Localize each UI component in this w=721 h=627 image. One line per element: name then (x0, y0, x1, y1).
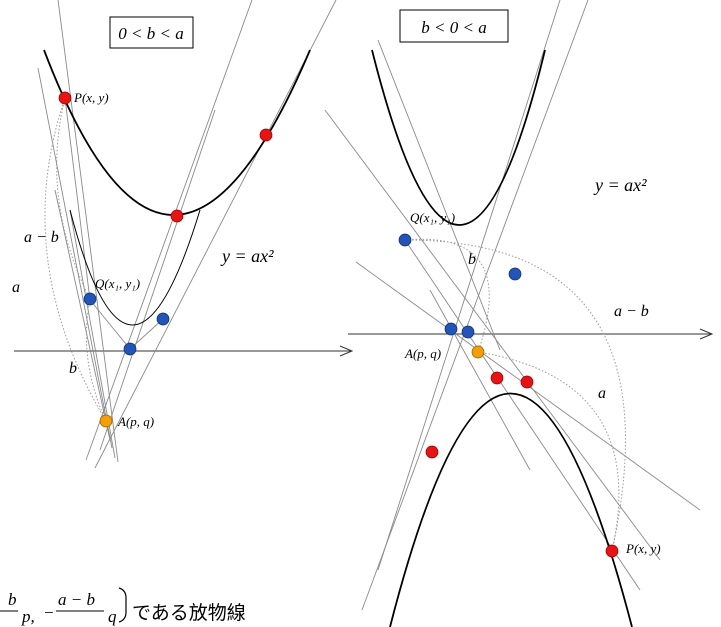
left-point-blue-2 (123, 342, 137, 356)
left-line-1 (57, 0, 119, 463)
caption-fraction-top: b (8, 590, 17, 609)
left-panel: 0 < b < a (12, 0, 354, 469)
right-point-red-2 (520, 375, 534, 389)
right-point-Q (398, 233, 412, 247)
right-parabola-upper (371, 49, 546, 226)
caption-bracket (118, 587, 127, 623)
right-line-4 (361, 0, 589, 611)
left-P-label: P(x, y) (73, 90, 109, 105)
right-line-2 (324, 109, 661, 561)
right-arc-b (404, 238, 490, 353)
left-arc-amb (56, 97, 91, 300)
left-arcs (44, 97, 107, 422)
right-P-label: P(x, y) (625, 541, 661, 556)
right-curve-label: y = ax² (593, 175, 647, 195)
left-Q-label: Q(x₁, y₁) (95, 276, 140, 291)
right-A-label: A(p, q) (404, 346, 441, 361)
left-x-axis-arrow (339, 345, 354, 357)
caption-minus: − (44, 603, 54, 622)
left-condition-text: 0 < b < a (118, 24, 183, 43)
left-line-4 (54, 189, 111, 441)
right-point-red-3 (425, 445, 439, 459)
right-arcs (404, 238, 626, 552)
right-line-6 (404, 239, 641, 591)
left-point-P (58, 91, 72, 105)
right-line-1 (377, 39, 501, 351)
right-point-blue-3 (461, 325, 475, 339)
right-arc-amb (404, 239, 626, 552)
right-condition-text: b < 0 < a (421, 18, 486, 37)
caption-p: p, (21, 607, 35, 626)
left-A-label: A(p, q) (117, 414, 154, 429)
left-line-2 (37, 67, 113, 449)
right-Q-label: Q(x₁, y₁) (410, 210, 455, 225)
right-line-7 (429, 289, 531, 471)
left-point-red-2 (170, 209, 184, 223)
left-point-red-3 (259, 128, 273, 142)
right-condition-box (399, 9, 509, 43)
caption: b p, − a − b q である放物線 (0, 587, 246, 626)
right-point-blue-4 (508, 267, 522, 281)
left-condition-box (109, 16, 194, 49)
caption-q: q (108, 607, 117, 626)
right-arc-b-label: b (468, 251, 476, 268)
left-line-6 (94, 0, 337, 469)
caption-text: である放物線 (132, 602, 246, 624)
left-line-5 (85, 0, 253, 461)
left-lines (37, 0, 337, 469)
right-parabola-lower (389, 392, 633, 627)
left-point-Q (83, 292, 97, 306)
right-x-axis-arrow (699, 328, 714, 340)
right-line-5 (377, 0, 561, 571)
right-point-red-1 (490, 371, 504, 385)
right-arc-amb-label: a − b (614, 303, 649, 320)
left-line-7 (99, 109, 216, 451)
caption-fraction-top-2: a − b (58, 590, 95, 609)
left-arc-a-label: a (12, 279, 20, 296)
left-arc-amb-label: a − b (24, 229, 59, 246)
left-point-A (99, 414, 113, 428)
right-point-blue-2 (444, 322, 458, 336)
left-point-blue-3 (156, 312, 170, 326)
left-curve-label: y = ax² (220, 246, 274, 266)
right-lines (324, 0, 701, 611)
right-point-A (471, 345, 485, 359)
left-parabola-small (69, 209, 201, 326)
right-point-P (605, 544, 619, 558)
left-arc-b-label: b (69, 360, 77, 377)
left-line-8 (64, 97, 164, 350)
right-arc-a (477, 351, 620, 552)
right-arc-a-label: a (598, 385, 606, 402)
right-panel: b < 0 < a (324, 0, 714, 627)
